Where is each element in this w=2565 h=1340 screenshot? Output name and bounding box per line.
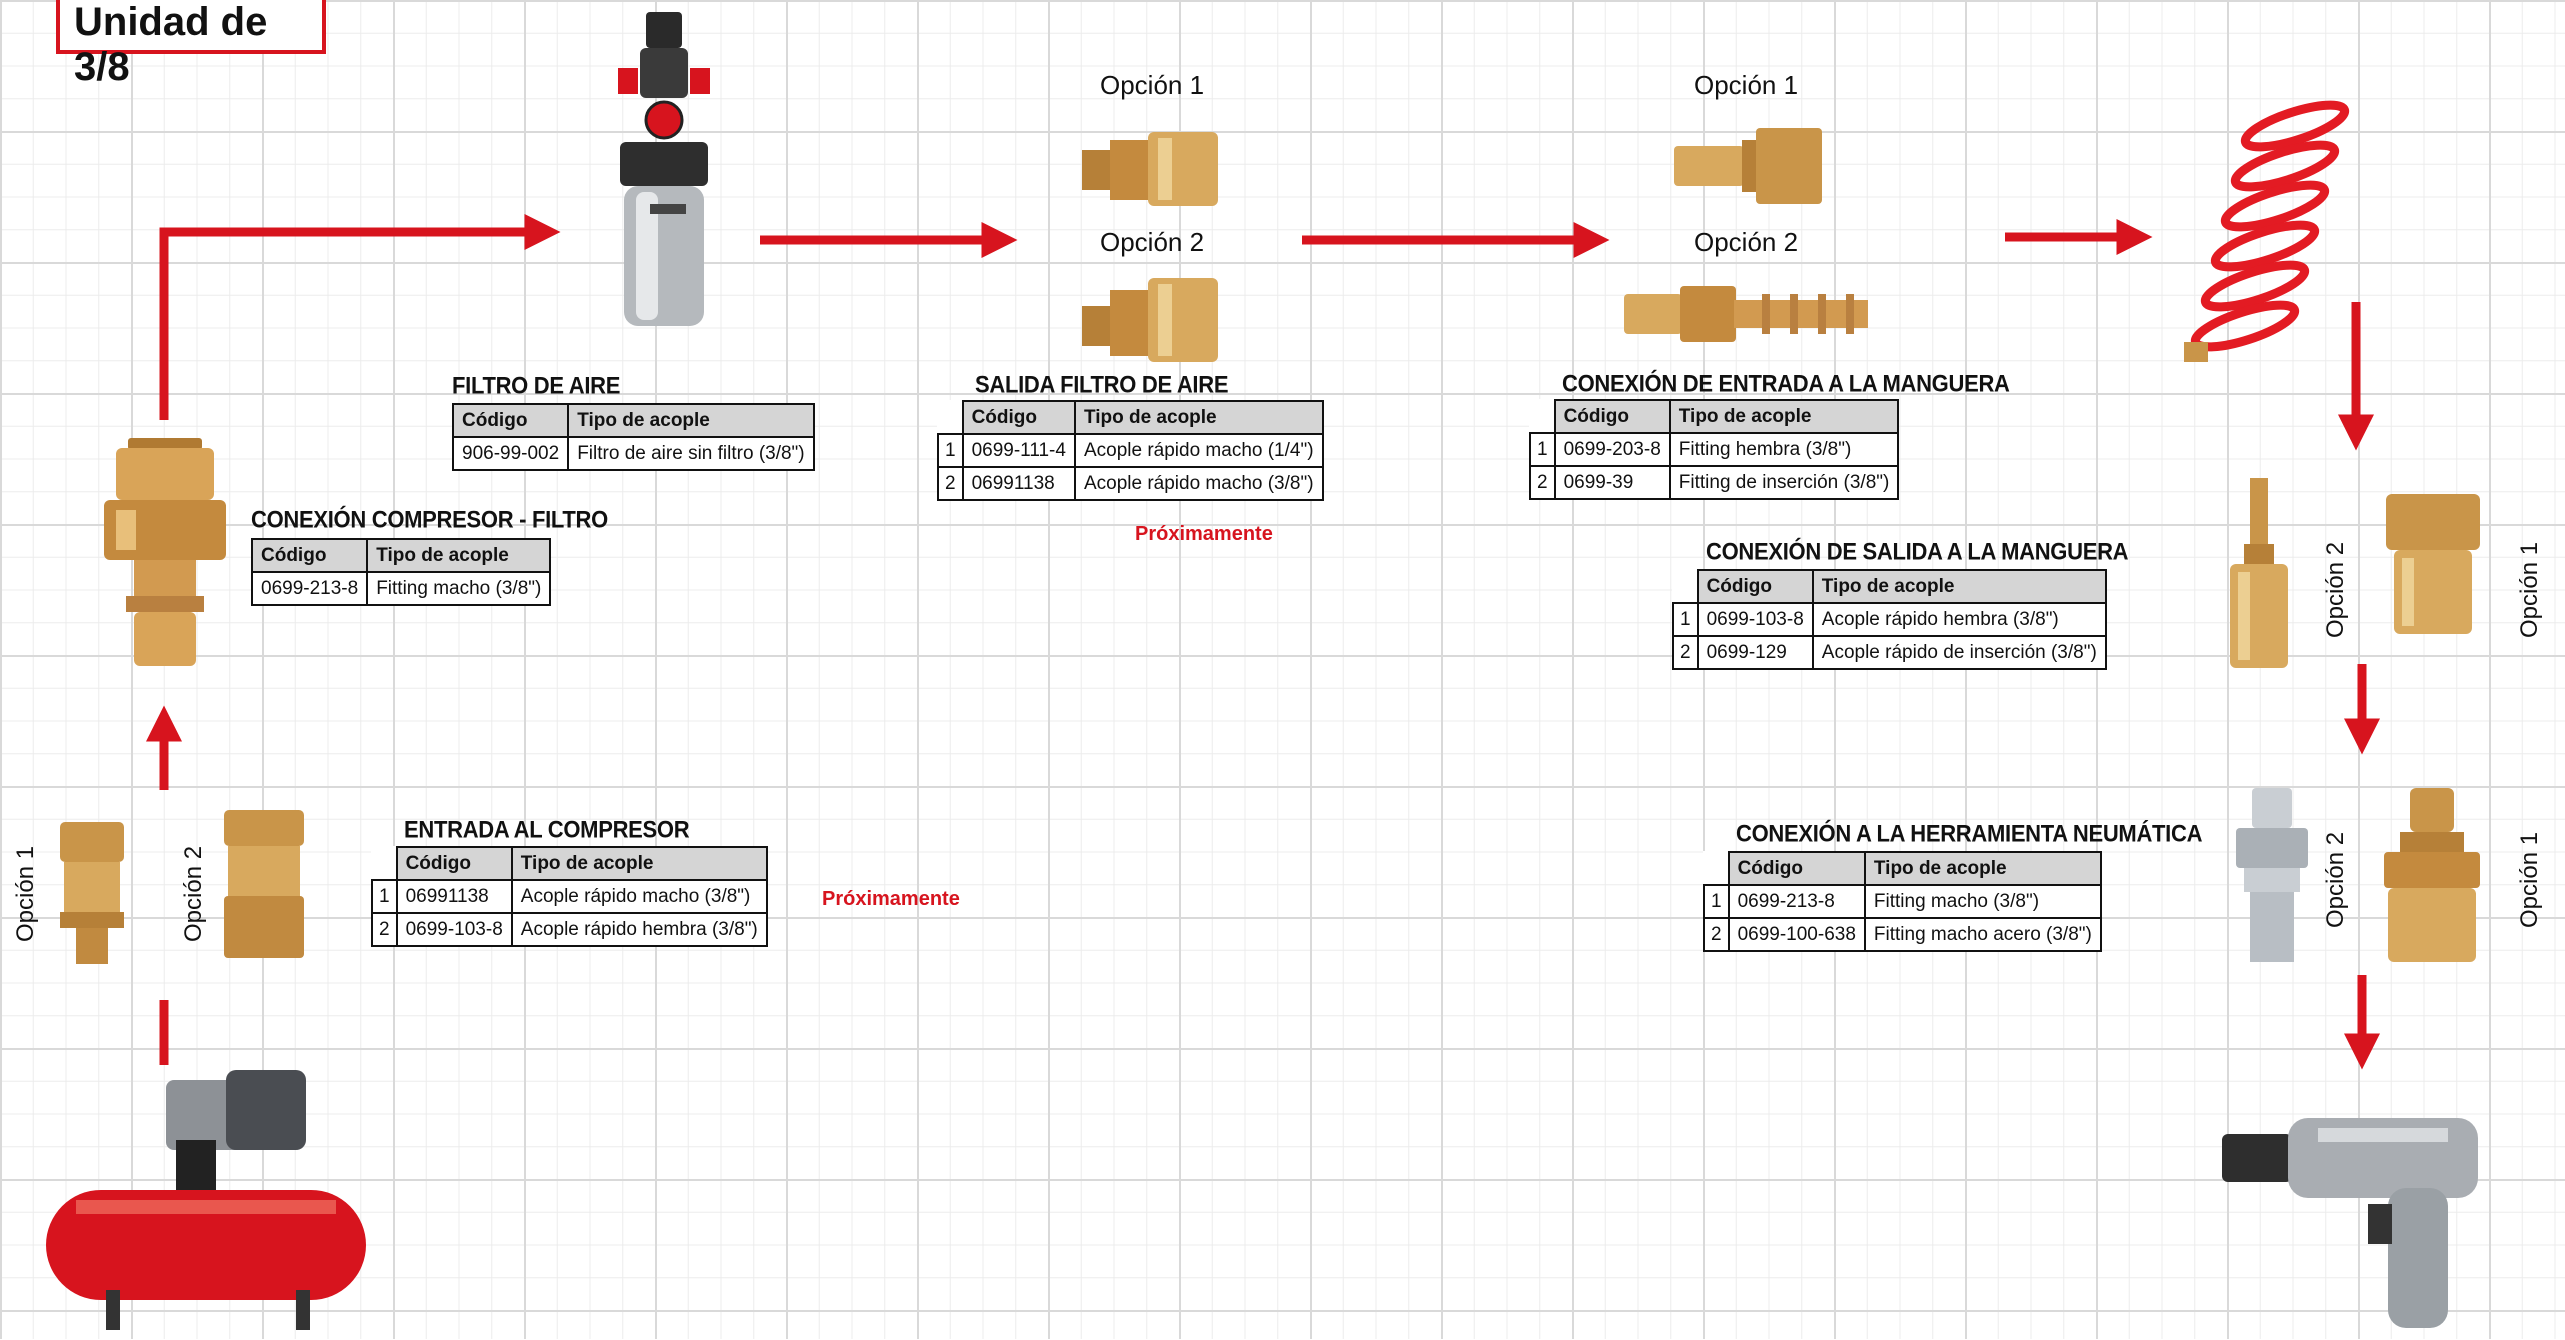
coiled-hose-image xyxy=(2184,100,2350,362)
hose-output-title: CONEXIÓN DE SALIDA A LA MANGUERA xyxy=(1706,537,2129,565)
hose-input-option2-image xyxy=(1624,286,1868,342)
hose-output-option2-label: Opción 2 xyxy=(2322,541,2349,638)
air-filter-title: FILTRO DE AIRE xyxy=(452,371,621,399)
filter-output-option2-label: Opción 2 xyxy=(1100,227,1205,257)
air-filter-image xyxy=(618,12,710,326)
table-row: 1 0699-103-8 Acople rápido hembra (3/8") xyxy=(1672,602,2107,637)
arrow-fitting-to-filter xyxy=(159,214,561,420)
compressor-image xyxy=(46,1070,366,1330)
hose-output-option1-image xyxy=(2386,494,2480,634)
tool-connection-option1-label: Opción 1 xyxy=(2516,831,2543,928)
filter-output-soon-note: Próximamente xyxy=(1135,523,1273,545)
filter-output-option2-image xyxy=(1082,278,1218,362)
filter-output-option1-label: Opción 1 xyxy=(1100,70,1205,100)
hose-input-option2-label: Opción 2 xyxy=(1694,227,1799,257)
compressor-input-option2-image xyxy=(224,810,304,958)
table-row: 2 0699-129 Acople rápido de inserción (3… xyxy=(1672,635,2107,670)
filter-output-title: SALIDA FILTRO DE AIRE xyxy=(975,370,1229,398)
compressor-input-option2-label: Opción 2 xyxy=(180,845,207,942)
table-row: 906-99-002 Filtro de aire sin filtro (3/… xyxy=(451,436,815,471)
table-row: 2 06991138 Acople rápido macho (3/8") xyxy=(937,466,1324,501)
tool-connection-title: CONEXIÓN A LA HERRAMIENTA NEUMÁTICA xyxy=(1736,819,2203,847)
compressor-input-title: ENTRADA AL COMPRESOR xyxy=(404,815,690,843)
table-row: 2 0699-100-638 Fitting macho acero (3/8"… xyxy=(1703,917,2102,952)
table-row: 0699-213-8 Fitting macho (3/8") xyxy=(250,571,552,606)
compressor-input-soon-note: Próximamente xyxy=(822,888,960,910)
tool-connection-option2-label: Opción 2 xyxy=(2322,831,2349,928)
table-row: 1 0699-111-4 Acople rápido macho (1/4") xyxy=(937,433,1324,468)
table-row: 2 0699-39 Fitting de inserción (3/8") xyxy=(1529,465,1900,500)
title-box: Unidad de 3/8 xyxy=(56,0,326,89)
table-row: 1 0699-213-8 Fitting macho (3/8") xyxy=(1703,884,2102,919)
compressor-fitting-image xyxy=(104,438,226,666)
compressor-input-option1-image xyxy=(60,822,124,964)
tool-connection-option1-image xyxy=(2384,788,2480,962)
hose-output-option1-label: Opción 1 xyxy=(2516,541,2543,638)
table-row: 1 06991138 Acople rápido macho (3/8") xyxy=(371,879,768,914)
hose-input-option1-image xyxy=(1674,128,1822,204)
filter-output-option1-image xyxy=(1082,132,1218,206)
compressor-input-option1-label: Opción 1 xyxy=(12,845,39,942)
page-title: Unidad de 3/8 xyxy=(74,0,268,89)
tool-connection-option2-image xyxy=(2236,788,2308,962)
table-row: 2 0699-103-8 Acople rápido hembra (3/8") xyxy=(371,912,768,947)
hose-input-title: CONEXIÓN DE ENTRADA A LA MANGUERA xyxy=(1562,369,2010,397)
pneumatic-drill-image xyxy=(2222,1118,2478,1328)
compressor-filter-title: CONEXIÓN COMPRESOR - FILTRO xyxy=(251,505,608,533)
hose-output-option2-image xyxy=(2230,478,2288,668)
table-row: 1 0699-203-8 Fitting hembra (3/8") xyxy=(1529,432,1900,467)
hose-input-option1-label: Opción 1 xyxy=(1694,70,1799,100)
page-corner xyxy=(368,0,448,80)
